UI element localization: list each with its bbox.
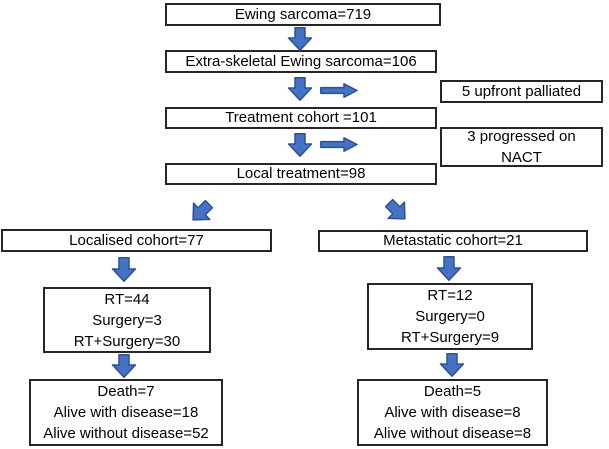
- box-ewing-sarcoma-label: Ewing sarcoma=719: [234, 5, 372, 23]
- arrow-down-left-icon: [192, 199, 214, 221]
- box-metastatic-treatment-line3: RT+Surgery=9: [400, 329, 500, 346]
- box-treatment-cohort: Treatment cohort =101: [165, 107, 437, 129]
- arrow-down-right-icon: [384, 198, 406, 220]
- arrow-shape: [287, 133, 313, 157]
- box-localised-cohort-label: Localised cohort=77: [69, 231, 204, 249]
- box-localised-treatment-line2: Surgery=3: [92, 311, 162, 329]
- arrow-shape: [287, 27, 313, 51]
- arrow-down-icon: [436, 256, 462, 281]
- arrow-down-icon: [287, 133, 313, 157]
- box-metastatic-treatment-line2: Surgery=0: [415, 308, 485, 325]
- box-metastatic-outcome-line3: Alive without disease=8: [373, 425, 532, 442]
- arrow-down-icon: [111, 257, 137, 282]
- box-progressed-nact-line2: NACT: [501, 149, 542, 166]
- arrow-shape: [384, 198, 406, 220]
- arrow-shape: [287, 77, 313, 101]
- box-progressed-nact: 3 progressed on NACT: [440, 127, 603, 167]
- arrow-down-icon: [111, 354, 137, 378]
- box-local-treatment-label: Local treatment=98: [236, 165, 366, 182]
- box-metastatic-treatment: RT=12 Surgery=0 RT+Surgery=9: [367, 283, 533, 350]
- box-localised-outcome-line2: Alive with disease=18: [53, 404, 199, 421]
- box-metastatic-outcome-line1: Death=5: [423, 383, 482, 400]
- arrow-down-icon: [287, 27, 313, 51]
- box-localised-outcome-line1: Death=7: [97, 383, 155, 400]
- arrow-shape: [436, 256, 462, 281]
- arrow-right-icon: [320, 137, 358, 152]
- arrow-right-icon: [320, 83, 358, 98]
- arrow-down-icon: [287, 77, 313, 101]
- box-metastatic-outcome-line2: Alive with disease=8: [384, 404, 521, 421]
- box-metastatic-cohort: Metastatic cohort=21: [318, 230, 588, 252]
- box-progressed-nact-line1: 3 progressed on: [467, 128, 576, 145]
- arrow-shape: [111, 257, 137, 282]
- box-upfront-palliated-label: 5 upfront palliated: [461, 82, 582, 100]
- box-extra-skeletal: Extra-skeletal Ewing sarcoma=106: [165, 50, 437, 73]
- box-localised-outcome: Death=7 Alive with disease=18 Alive with…: [29, 379, 223, 446]
- box-localised-treatment-line3: RT+Surgery=30: [73, 332, 181, 350]
- box-localised-outcome-line3: Alive without disease=52: [43, 425, 209, 442]
- box-local-treatment: Local treatment=98: [165, 163, 437, 185]
- box-treatment-cohort-label: Treatment cohort =101: [225, 109, 377, 126]
- arrow-shape: [320, 137, 358, 152]
- arrow-down-icon: [439, 353, 465, 377]
- box-extra-skeletal-label: Extra-skeletal Ewing sarcoma=106: [185, 52, 417, 70]
- arrow-shape: [320, 83, 358, 98]
- arrow-shape: [192, 199, 214, 221]
- box-localised-cohort: Localised cohort=77: [1, 229, 272, 252]
- arrow-shape: [111, 354, 137, 378]
- box-localised-treatment: RT=44 Surgery=3 RT+Surgery=30: [43, 287, 211, 353]
- box-metastatic-cohort-label: Metastatic cohort=21: [383, 232, 523, 249]
- box-upfront-palliated: 5 upfront palliated: [440, 80, 603, 103]
- arrow-shape: [439, 353, 465, 377]
- box-metastatic-outcome: Death=5 Alive with disease=8 Alive witho…: [357, 379, 548, 446]
- box-localised-treatment-line1: RT=44: [104, 290, 150, 308]
- box-metastatic-treatment-line1: RT=12: [427, 287, 473, 304]
- box-ewing-sarcoma: Ewing sarcoma=719: [165, 3, 441, 26]
